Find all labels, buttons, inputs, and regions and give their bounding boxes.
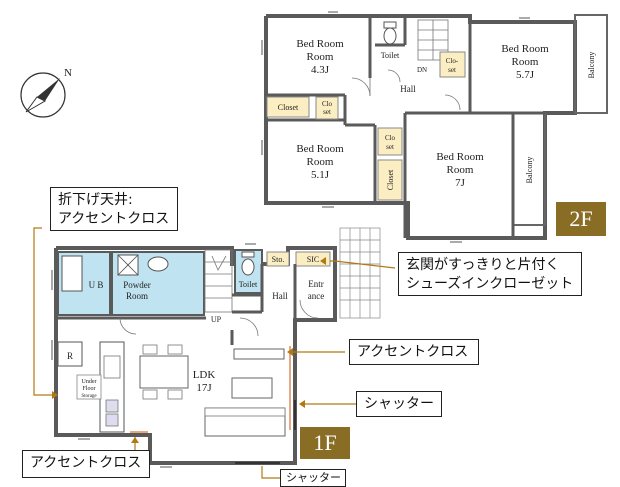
dn-label: DN [417,66,427,74]
accent-cross-right-annotation: アクセントクロス [349,339,479,365]
entrance-label: Entr [308,279,324,289]
up-label: UP [211,315,222,324]
hall-2f-label: Hall [400,84,416,94]
closet-2f-b-label-2: set [323,108,331,116]
sic-label: SIC [307,255,319,264]
bed-room-51-size: 5.1J [311,169,330,181]
toilet-1f-label: Toilet [239,280,258,289]
powder-room-label: Powder [123,280,151,290]
underfloor-label-3: Storage [81,394,97,399]
closet-2f-b-label: Clo [322,100,333,108]
bed-room-7-size: 7J [455,177,466,189]
refrigerator-mark: R [67,351,73,361]
closet-2f-c-label: Clo- [446,57,459,65]
ldk-size: 17J [196,382,212,394]
sto-label: Sto. [272,255,285,264]
bed-room-43-size: 4.3J [311,64,330,76]
toilet-2f-label: Toilet [381,51,400,60]
closet-2f-a-label: Closet [278,103,299,112]
underfloor-label-2: Floor [82,386,95,392]
bed-room-7-name: Bed Room [436,151,484,163]
bed-room-51-name: Bed Room [296,143,344,155]
accent-cross-bottom-annotation: アクセントクロス [22,450,150,478]
balcony-side-label: Balcony [525,157,534,184]
closet-2f-d-label: Clo [385,134,396,142]
second-floor: Bed Room Room 4.3J Bed Room Room 5.7J Be… [261,11,608,243]
shutter-bottom-annotation: シャッター [280,469,346,487]
bed-room-57-name-2: Room [512,56,539,68]
bed-room-43-name: Bed Room [296,38,344,50]
north-label: N [64,67,72,79]
closet-2f-c-label-2: set [448,66,456,74]
ub-label: U B [89,280,104,290]
entrance-label-2: ance [308,291,324,301]
bed-room-51-name-2: Room [307,156,334,168]
floor-1f-badge: 1F [300,427,350,459]
bed-room-57-name: Bed Room [501,43,549,55]
shutter-right-annotation: シャッター [356,391,442,417]
bed-room-7-name-2: Room [447,164,474,176]
annotation-arrowheads [52,257,326,443]
bed-room-57-size: 5.7J [516,69,535,81]
ceiling-annotation-line2: アクセントクロス [58,211,170,227]
ceiling-annotation: 折下げ天井: アクセントクロス [50,187,178,231]
entrance-annotation-line1: 玄関がすっきりと片付く [406,257,560,273]
bed-room-43-name-2: Room [307,51,334,63]
closet-2f-d-label-2: set [386,143,394,151]
hall-1f-label: Hall [272,291,288,301]
closet-2f-e-label: Closet [386,169,395,190]
balcony-top-label: Balcony [587,52,596,79]
floor-2f-badge: 2F [556,202,606,236]
ldk-name: LDK [193,369,216,381]
underfloor-label: Under [82,379,97,385]
entrance-annotation: 玄関がすっきりと片付く シューズインクローゼット [398,252,582,296]
first-floor: U B Powder Room Toilet Sto. SIC Hall Ent… [51,227,381,468]
powder-room-label-2: Room [126,291,148,301]
entrance-annotation-line2: シューズインクローゼット [406,276,574,292]
ceiling-annotation-line1: 折下げ天井: [58,192,133,208]
compass-icon: N [20,67,72,118]
